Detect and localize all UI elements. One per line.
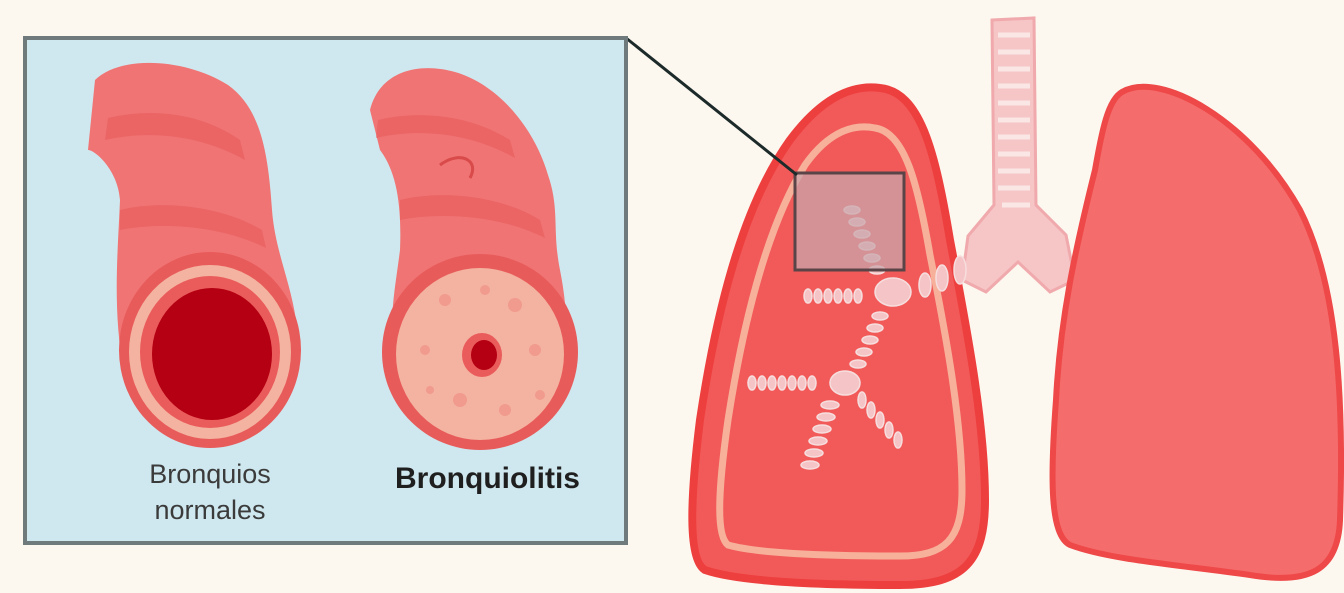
right-lung-icon: [1053, 87, 1342, 578]
left-lung-icon: [692, 87, 985, 585]
bronchiolitis-label: Bronquiolitis: [355, 462, 620, 496]
zoom-connector-line: [626, 38, 797, 175]
normal-bronchi-label-line1: Bronquios: [110, 456, 310, 492]
normal-bronchi-label: Bronquios normales: [110, 456, 310, 528]
normal-bronchi-label-line2: normales: [110, 492, 310, 528]
trachea-icon: [962, 18, 1075, 292]
zoom-region: [795, 173, 904, 270]
